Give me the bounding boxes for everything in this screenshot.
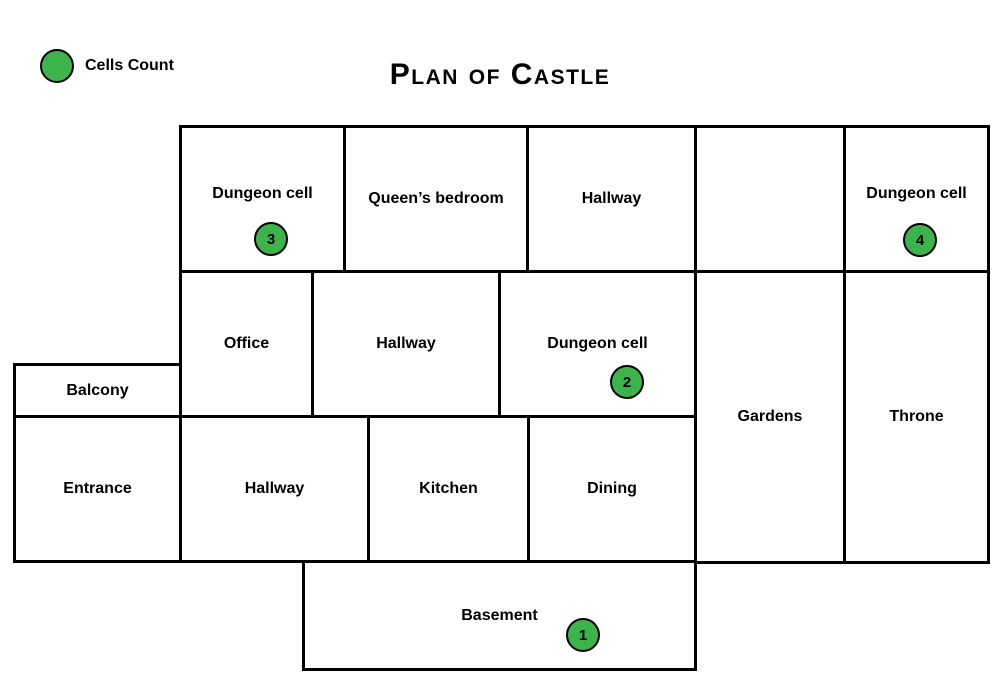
room-queens-bedroom: Queen’s bedroom	[343, 125, 529, 273]
room-hallway-middle: Hallway	[311, 270, 501, 418]
room-label: Office	[223, 335, 270, 352]
room-label: Balcony	[66, 381, 129, 399]
room-label: Hallway	[581, 190, 642, 207]
cells-count-legend-icon	[40, 49, 74, 83]
room-label: Entrance	[63, 480, 132, 497]
room-dungeon-cell-2: Dungeon cell 2	[498, 270, 697, 418]
legend: Cells Count	[40, 49, 174, 83]
page-title: Plan of Castle	[389, 58, 611, 91]
room-hallway-bottom: Hallway	[179, 415, 370, 563]
room-hallway-top: Hallway	[526, 125, 697, 273]
room-balcony: Balcony	[13, 363, 182, 418]
room-label: Basement	[461, 606, 538, 624]
room-label: Dungeon cell	[866, 184, 967, 202]
cells-count-badge-3: 3	[254, 222, 288, 256]
room-label: Hallway	[244, 480, 305, 497]
room-dining: Dining	[527, 415, 697, 563]
room-label: Throne	[889, 408, 944, 425]
cells-count-badge-1: 1	[566, 618, 600, 652]
room-label: Hallway	[376, 335, 436, 352]
room-label: Dining	[587, 480, 637, 497]
room-throne: Throne	[843, 270, 990, 564]
cells-count-badge-2: 2	[610, 365, 644, 399]
room-label: Gardens	[737, 408, 803, 425]
room-label: Dungeon cell	[547, 335, 648, 352]
room-kitchen: Kitchen	[367, 415, 530, 563]
room-basement: Basement 1	[302, 560, 697, 671]
room-dungeon-cell-3: Dungeon cell 3	[179, 125, 346, 273]
room-gardens: Gardens	[694, 270, 846, 564]
room-unlabeled	[694, 125, 846, 273]
cells-count-badge-4: 4	[903, 223, 937, 257]
room-office: Office	[179, 270, 314, 418]
room-label: Kitchen	[419, 480, 478, 497]
room-label: Queen’s bedroom	[368, 190, 504, 207]
room-entrance: Entrance	[13, 415, 182, 563]
room-label: Dungeon cell	[212, 184, 313, 202]
room-dungeon-cell-4: Dungeon cell 4	[843, 125, 990, 273]
legend-label: Cells Count	[85, 57, 174, 74]
